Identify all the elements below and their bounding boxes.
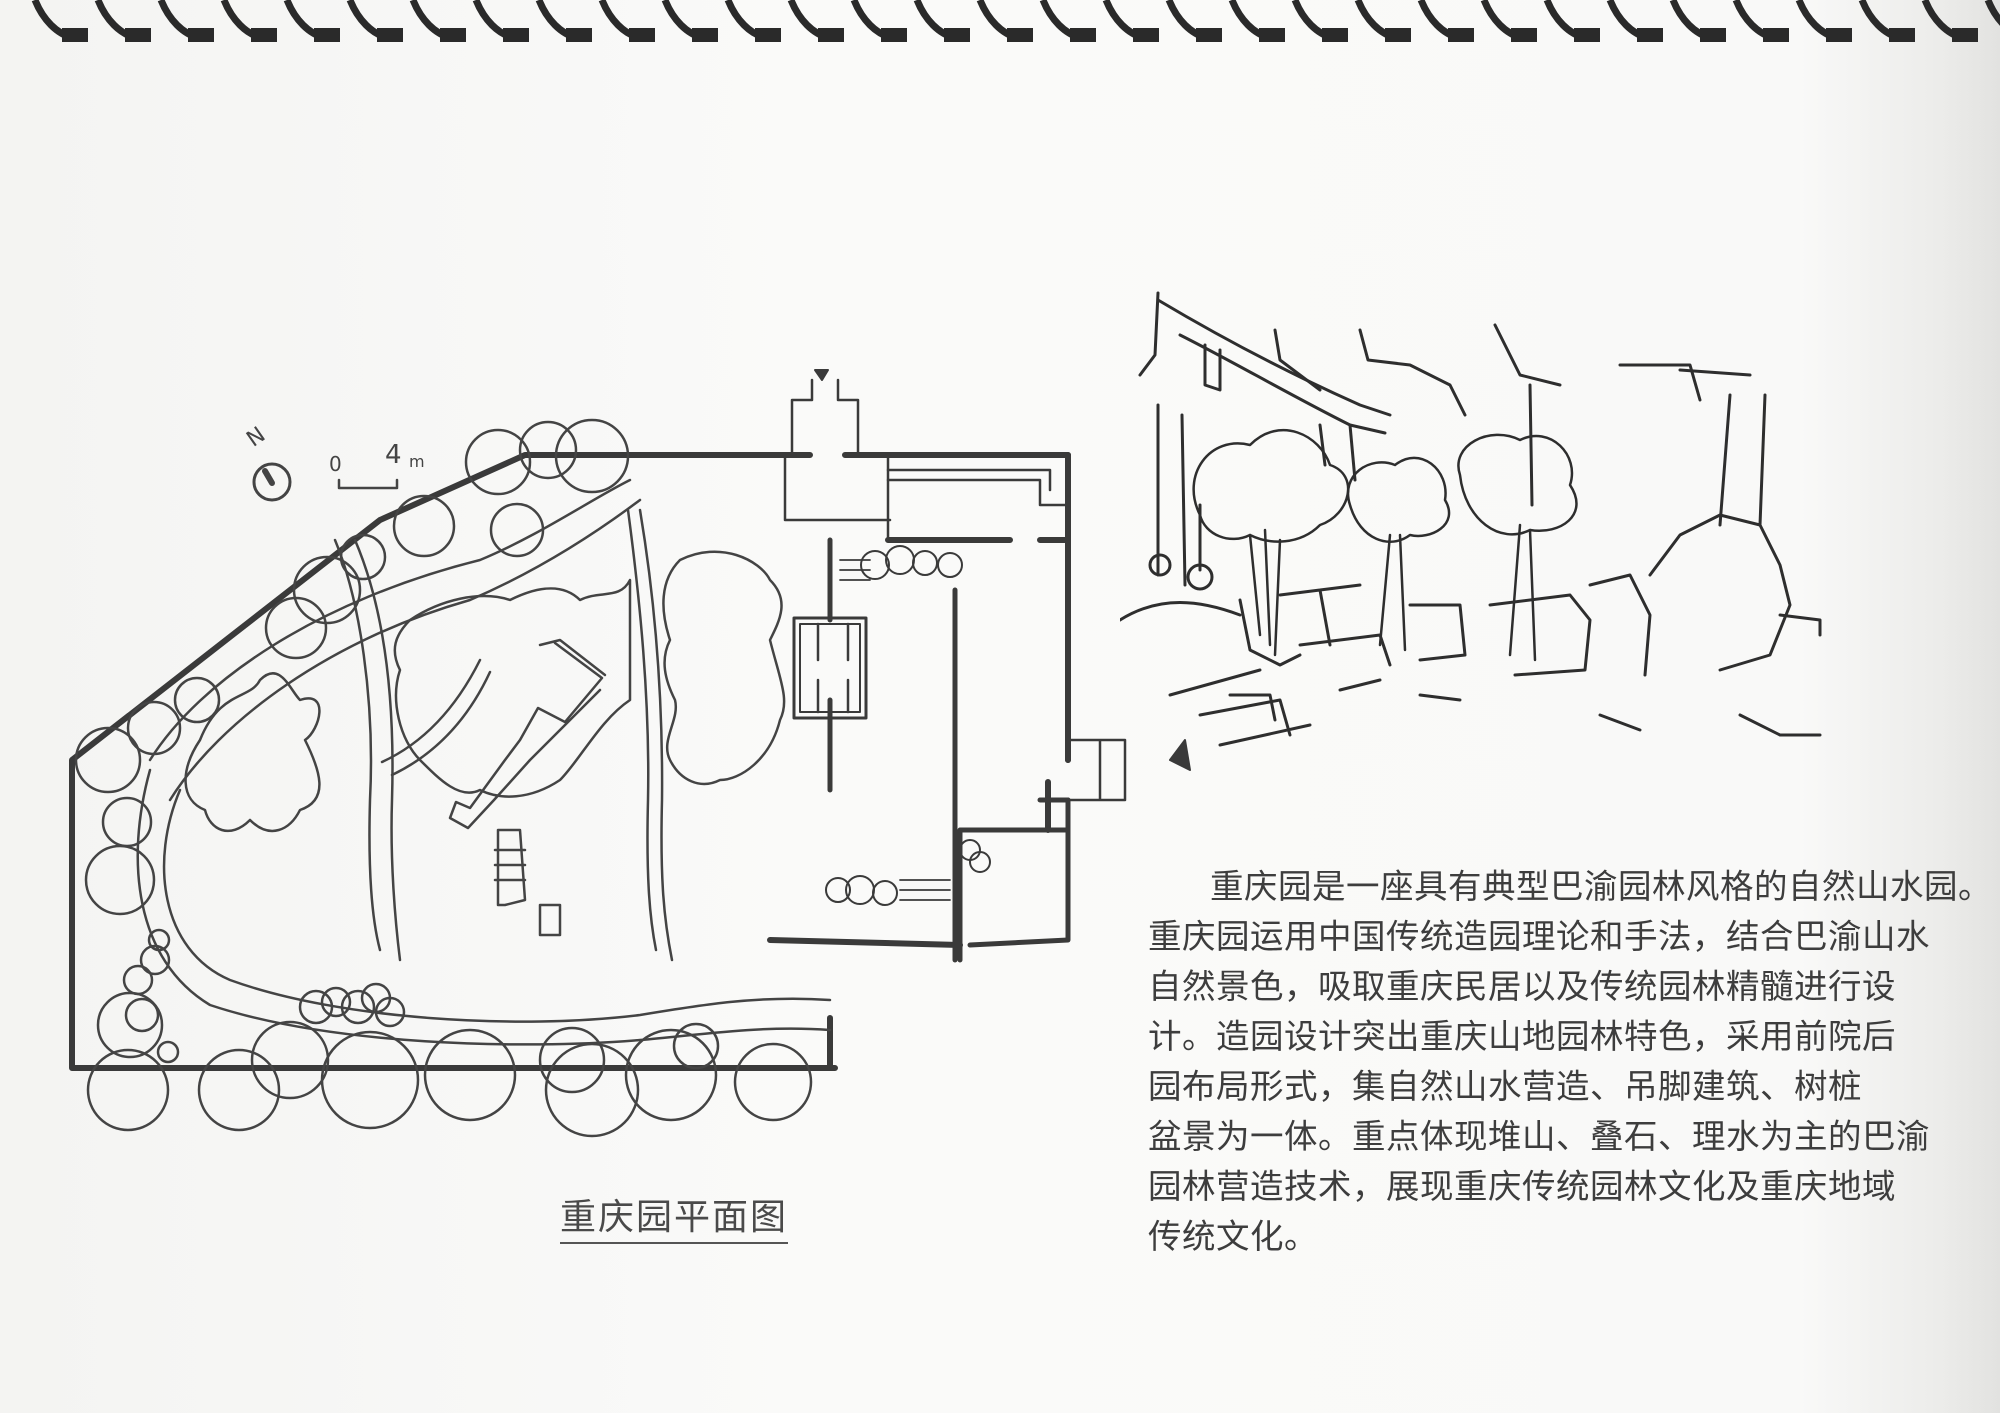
scale-start-label: 0 bbox=[329, 452, 342, 476]
binding-hole bbox=[1133, 28, 1159, 42]
binding-hole bbox=[188, 28, 214, 42]
binding-hole bbox=[1826, 28, 1852, 42]
description-line: 盆景为一体。重点体现堆山、叠石、理水为主的巴渝 bbox=[1148, 1117, 1930, 1156]
description-line: 园林营造技术，展现重庆传统园林文化及重庆地域 bbox=[1148, 1167, 1896, 1206]
spiral-binding bbox=[31, 0, 2000, 42]
binding-hole bbox=[1889, 28, 1915, 42]
right-entrance-arrow bbox=[1169, 739, 1191, 771]
binding-hole bbox=[1322, 28, 1348, 42]
binding-hole bbox=[818, 28, 844, 42]
binding-hole bbox=[1007, 28, 1033, 42]
scale-bar bbox=[337, 478, 399, 490]
description-line: 园布局形式，集自然山水营造、吊脚建筑、树桩 bbox=[1148, 1067, 1862, 1106]
top-entrance-arrow bbox=[814, 369, 829, 381]
binding-hole bbox=[1574, 28, 1600, 42]
binding-hole bbox=[1070, 28, 1096, 42]
building-columns bbox=[1148, 383, 1534, 591]
binding-hole bbox=[251, 28, 277, 42]
binding-hole bbox=[1700, 28, 1726, 42]
description-line: 传统文化。 bbox=[1148, 1217, 1318, 1256]
description-line: 计。造园设计突出重庆山地园林特色，采用前院后 bbox=[1148, 1017, 1896, 1056]
rockery bbox=[1120, 393, 1822, 747]
description-line: 重庆园是一座具有典型巴渝园林风格的自然山水园。 bbox=[1210, 867, 1992, 906]
pond-shapes bbox=[184, 550, 786, 832]
binding-hole bbox=[1259, 28, 1285, 42]
binding-hole bbox=[944, 28, 970, 42]
garden-paths bbox=[136, 478, 832, 1046]
building-complex bbox=[783, 369, 1191, 963]
scale-unit-label: m bbox=[409, 452, 425, 471]
site-plan-drawing bbox=[69, 369, 1191, 1138]
description-line: 自然景色，吸取重庆民居以及传统园林精髓进行设 bbox=[1148, 967, 1896, 1006]
plan-title: 重庆园平面图 bbox=[560, 1188, 789, 1244]
binding-hole bbox=[1196, 28, 1222, 42]
binding-hole bbox=[1637, 28, 1663, 42]
scale-end-label: 4 bbox=[385, 440, 402, 470]
trees bbox=[1192, 428, 1578, 662]
binding-hole bbox=[881, 28, 907, 42]
binding-hole bbox=[629, 28, 655, 42]
binding-rings bbox=[31, 0, 2000, 42]
binding-hole bbox=[692, 28, 718, 42]
binding-hole bbox=[125, 28, 151, 42]
central-pavilion bbox=[448, 638, 607, 937]
compass-icon bbox=[252, 462, 292, 502]
perspective-sketch bbox=[1120, 291, 1822, 747]
binding-hole bbox=[377, 28, 403, 42]
description-line: 重庆园运用中国传统造园理论和手法，结合巴渝山水 bbox=[1148, 917, 1930, 956]
binding-hole bbox=[1952, 28, 1978, 42]
binding-hole bbox=[1385, 28, 1411, 42]
binding-ring bbox=[1984, 0, 2000, 26]
binding-hole bbox=[755, 28, 781, 42]
binding-hole bbox=[1511, 28, 1537, 42]
binding-hole bbox=[1763, 28, 1789, 42]
roofline bbox=[1138, 291, 1752, 435]
binding-hole bbox=[503, 28, 529, 42]
binding-hole bbox=[1448, 28, 1474, 42]
binding-hole bbox=[314, 28, 340, 42]
garden-description: 重庆园是一座具有典型巴渝园林风格的自然山水园。 重庆园运用中国传统造园理论和手法… bbox=[1148, 862, 1992, 1262]
binding-hole bbox=[566, 28, 592, 42]
binding-hole bbox=[62, 28, 88, 42]
binding-hole bbox=[440, 28, 466, 42]
